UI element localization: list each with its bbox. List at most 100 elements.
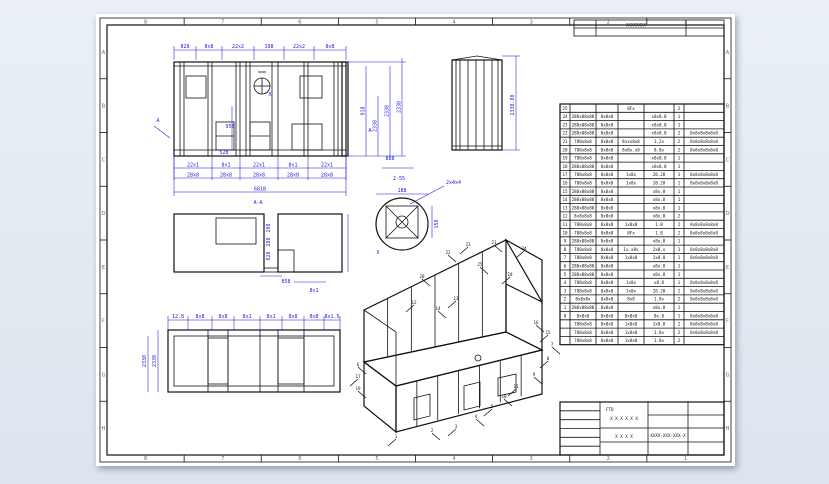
front-top-dim-text: 828	[180, 44, 189, 50]
iso-right-top	[504, 238, 543, 305]
section-dim-text: 288	[266, 223, 272, 232]
bom-cell: 2	[678, 288, 681, 293]
bom-cell: 8	[564, 247, 567, 252]
bom-cell: 1	[678, 197, 681, 202]
section-dim-text: 8x1	[309, 288, 318, 294]
zone-row-label-right: G	[726, 372, 730, 378]
inner-border	[106, 24, 725, 456]
bom-cell: 8x8x8	[625, 313, 638, 318]
bom-cell: 1	[678, 255, 681, 260]
bom-cell: 1x8x	[626, 280, 637, 285]
iso-door-1	[413, 393, 431, 421]
bom-cell: 8x8x8	[601, 147, 614, 152]
bom-cell: 288x88x88	[572, 131, 595, 136]
section-callout: A	[368, 128, 371, 134]
front-window-3	[299, 75, 323, 99]
bom-cell: 788x8x8	[574, 147, 592, 152]
iso-leader	[387, 438, 397, 447]
bom-cell: 288x88x88	[572, 164, 595, 169]
bom-cell: 8x8x8x8x8x8	[690, 172, 718, 177]
bom-cell: 8x8x8	[577, 313, 590, 318]
bom-cell: 17	[562, 172, 568, 177]
bom-cell: 2	[678, 139, 681, 144]
front-bottom-dim-text: 22x1	[187, 163, 199, 169]
bom-cell: 8x8x8x8x8x8	[690, 147, 718, 152]
bom-cell: 8x8x8x8x8x8	[690, 330, 718, 335]
bom-cell: 8x8x8x8x8x8	[690, 255, 718, 260]
bom-cell: x8x.8	[653, 239, 666, 244]
bom-cell: 788x8x8	[574, 230, 592, 235]
plan-dim-text: 8x1.5	[324, 314, 339, 320]
iso-balloon: 10	[501, 394, 507, 399]
side-view-outline	[451, 59, 503, 151]
front-top-dim-text: 22x2	[232, 44, 244, 50]
iso-balloon: 17	[355, 374, 361, 379]
iso-vent	[474, 354, 482, 362]
plan-bay	[207, 337, 229, 385]
bom-cell: 16	[562, 181, 568, 186]
iso-leader	[447, 254, 457, 263]
bom-cell: 1x8x8	[625, 330, 638, 335]
iso-left-end	[363, 360, 397, 434]
zone-col-label-top: 3	[530, 20, 533, 26]
bom-cell: 8x8x8	[601, 255, 614, 260]
zone-row-label-right: C	[726, 157, 730, 163]
bom-cell: 1	[678, 264, 681, 269]
bom-cell: 1	[678, 164, 681, 169]
zone-col-label-top: 6	[298, 20, 301, 26]
bom-cell: 8x8x8	[601, 156, 614, 161]
bom-cell: 1x8.8	[653, 322, 666, 327]
zone-col-label-bottom: 1	[684, 456, 687, 462]
bom-cell: 1	[678, 239, 681, 244]
zone-row-label-right: A	[726, 50, 730, 56]
bom-cell: 25	[562, 106, 568, 111]
iso-balloon: 1	[395, 434, 398, 439]
iso-balloon: 14	[435, 306, 441, 311]
bom-cell: 0	[564, 313, 567, 318]
section-arrow-line	[153, 125, 171, 139]
front-side-dim-text: 2338	[397, 101, 403, 113]
bom-cell: 8x8x8	[601, 172, 614, 177]
bom-cell: 2	[678, 147, 681, 152]
zone-row-label-left: D	[102, 211, 106, 217]
plan-view-outline	[167, 329, 341, 393]
iso-leader	[479, 266, 489, 275]
zone-col-label-bottom: 2	[607, 456, 610, 462]
tb-name: X X X X	[615, 434, 633, 439]
bom-cell: 8xxx8x8	[622, 139, 640, 144]
zone-col-label-top: 8	[144, 20, 147, 26]
section-door	[277, 249, 295, 273]
bom-cell: 1	[678, 247, 681, 252]
bom-cell: 2	[678, 131, 681, 136]
bom-cell: 13	[562, 205, 568, 210]
bom-cell: 1.8x	[654, 330, 665, 335]
iso-leader	[551, 346, 561, 355]
detail-leader	[266, 87, 271, 94]
bom-cell: 1.8x	[654, 338, 665, 343]
plan-side-dim-text: 2338	[142, 355, 148, 367]
bom-cell: 1	[678, 272, 681, 277]
zone-col-label-top: 4	[452, 20, 455, 26]
zone-row-label-right: F	[726, 319, 729, 325]
bom-cell: 8x8x8	[601, 122, 614, 127]
front-bottom-dim-text: 28x8	[220, 173, 232, 179]
bom-cell: 8x8x8	[601, 305, 614, 310]
side-height-text: 2338.88	[510, 94, 516, 115]
iso-balloon: 2	[431, 428, 434, 433]
zone-row-label-left: H	[102, 426, 106, 432]
front-top-dim-text: 22x2	[293, 44, 305, 50]
detail-circle	[375, 197, 429, 251]
bom-cell: x8x.8	[653, 264, 666, 269]
section-dim-text: 858	[281, 279, 290, 285]
bom-cell: x8x.8	[653, 272, 666, 277]
iso-leader	[357, 366, 367, 375]
bom-cell: 8x8x8	[601, 189, 614, 194]
bom-cell: 2x8.x	[653, 247, 666, 252]
inner-dim-text: 528	[219, 150, 228, 156]
bom-cell: 288x88x88	[572, 189, 595, 194]
bom-cell: 8x8x8	[601, 272, 614, 277]
bom-cell: 1x.x8x	[623, 247, 639, 252]
zone-row-label-left: A	[102, 50, 106, 56]
section-dim-text: 828	[266, 251, 272, 260]
